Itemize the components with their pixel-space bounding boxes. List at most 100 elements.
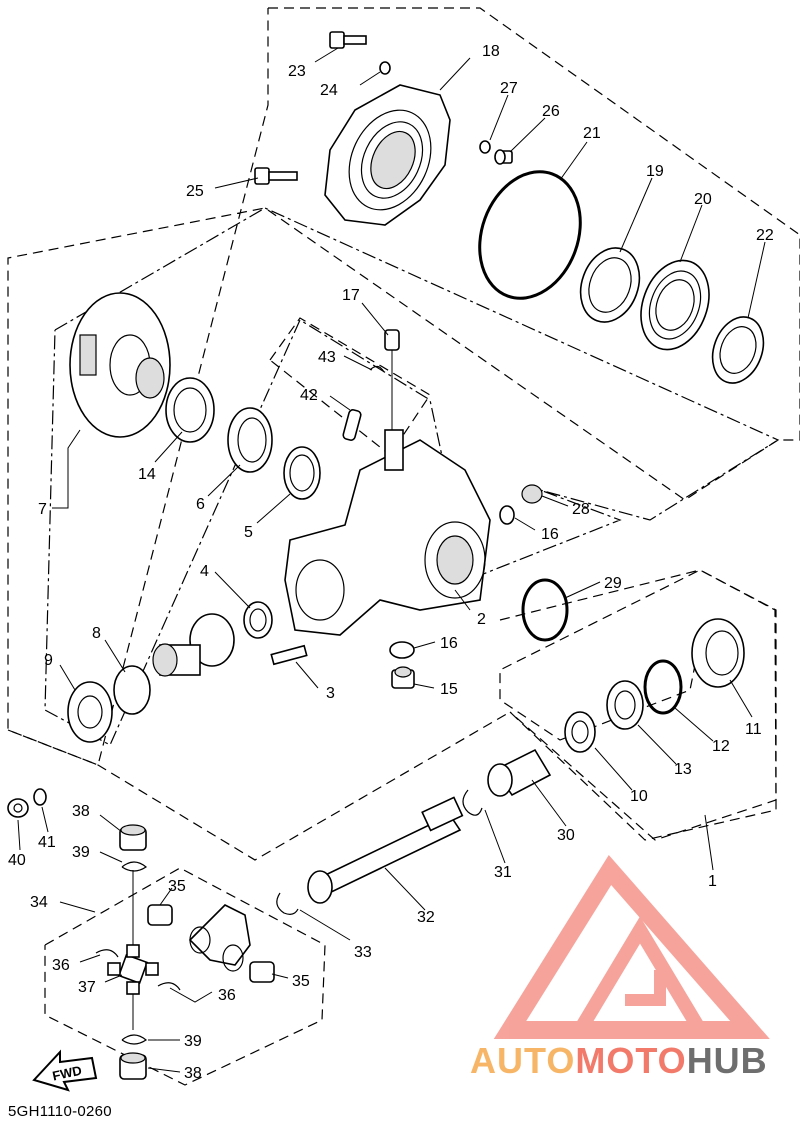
pin-part-42 [342, 409, 362, 441]
callout-9: 9 [44, 652, 53, 669]
callout-33: 33 [354, 944, 372, 961]
circlip-part-39a [121, 861, 148, 872]
bearing-part-9 [67, 681, 113, 743]
gear-housing-part-2 [284, 429, 491, 636]
callout-23: 23 [288, 63, 306, 80]
watermark-part1: AUTO [470, 1040, 576, 1081]
plug-part-15 [391, 666, 415, 689]
callout-15: 15 [440, 681, 458, 698]
callout-14: 14 [138, 466, 156, 483]
callout-16a: 16 [541, 526, 559, 543]
leader-lines [17, 47, 766, 1073]
callout-32: 32 [417, 909, 435, 926]
callout-37: 37 [78, 979, 96, 996]
callout-4: 4 [200, 563, 209, 580]
washer-part-16b [389, 641, 415, 659]
callout-30: 30 [557, 827, 575, 844]
callout-18: 18 [482, 43, 500, 60]
plug-part-28 [521, 484, 543, 504]
watermark-text: AUTOMOTOHUB [470, 1040, 768, 1082]
output-boundary [499, 569, 777, 841]
bearing-cap-part-38a [119, 824, 147, 851]
washer-part-16a [499, 505, 515, 525]
o-ring-part-21 [478, 170, 582, 300]
circlip-part-33 [276, 892, 299, 915]
callout-12: 12 [712, 738, 730, 755]
o-ring-part-12 [643, 659, 683, 715]
callout-31: 31 [494, 864, 512, 881]
diagram-code: 5GH1110-0260 [8, 1103, 112, 1120]
callout-17: 17 [342, 287, 360, 304]
main-assembly-boundary [7, 569, 777, 861]
pinion-gear-part-7 [152, 613, 235, 677]
callout-labels: 23 24 18 27 26 21 19 20 22 25 17 43 42 1… [8, 43, 774, 1082]
circlip-part-36a [95, 949, 119, 958]
bearing-part-10 [564, 711, 596, 753]
fwd-label: FWD [51, 1063, 83, 1084]
bearing-cap-part-35b [249, 961, 275, 983]
callout-39b: 39 [184, 1033, 202, 1050]
automotohub-logo [493, 854, 770, 1039]
bearing-cap-part-35a [147, 904, 173, 926]
bearing-part-6 [227, 407, 273, 473]
callout-10: 10 [630, 788, 648, 805]
fwd-arrow-icon: FWD [30, 1046, 100, 1097]
bolt-part-26 [494, 149, 513, 165]
callout-38a: 38 [72, 803, 90, 820]
collar-part-30 [487, 748, 552, 797]
callout-19: 19 [646, 163, 664, 180]
callout-27: 27 [500, 80, 518, 97]
washer-part-41 [33, 788, 47, 806]
callout-28: 28 [572, 501, 590, 518]
callout-22: 22 [756, 227, 774, 244]
callout-8: 8 [92, 625, 101, 642]
housing-cover-part-18 [324, 84, 451, 226]
seal-part-19 [579, 247, 641, 323]
callout-6: 6 [196, 496, 205, 513]
bolt-part-23 [329, 31, 367, 49]
callout-42: 42 [300, 387, 318, 404]
callout-26: 26 [542, 103, 560, 120]
callout-43: 43 [318, 349, 336, 366]
washer-part-27 [479, 140, 491, 154]
seal-part-8 [113, 665, 151, 715]
gear-part-11 [691, 618, 745, 688]
seal-part-13 [606, 680, 644, 730]
circlip-part-36b [157, 982, 181, 991]
o-ring-part-29 [521, 578, 569, 642]
callout-38b: 38 [184, 1065, 202, 1082]
washer-part-24 [379, 61, 391, 75]
stud-part-3 [270, 644, 308, 666]
callout-5: 5 [244, 524, 253, 541]
bearing-cap-part-38b [119, 1052, 147, 1080]
bearing-part-4 [243, 601, 273, 639]
spider-part-37 [107, 944, 159, 995]
clip-part-43 [369, 365, 385, 373]
callout-35b: 35 [292, 973, 310, 990]
callout-29: 29 [604, 575, 622, 592]
watermark-part2: MOTO [575, 1040, 687, 1081]
ring-gear-part-7 [69, 292, 171, 438]
callout-40: 40 [8, 852, 26, 869]
yoke-part-34 [188, 904, 251, 972]
callout-2: 2 [477, 611, 486, 628]
bolt-part-25 [254, 167, 298, 185]
seal-part-22 [711, 316, 765, 384]
shim-part-14 [165, 377, 215, 443]
callout-16b: 16 [440, 635, 458, 652]
callout-3: 3 [326, 685, 335, 702]
callout-39a: 39 [72, 844, 90, 861]
watermark-part3: HUB [686, 1040, 768, 1081]
bearing-part-20 [640, 259, 710, 351]
callout-11: 11 [745, 721, 762, 738]
circlip-part-31 [462, 789, 483, 816]
drive-shaft-part-32 [307, 796, 464, 904]
callout-36a: 36 [52, 957, 70, 974]
callout-25: 25 [186, 183, 204, 200]
nut-part-40 [7, 798, 29, 818]
circlip-part-39b [121, 1034, 148, 1045]
callout-13: 13 [674, 761, 692, 778]
callout-34: 34 [30, 894, 48, 911]
callout-1: 1 [708, 873, 717, 890]
